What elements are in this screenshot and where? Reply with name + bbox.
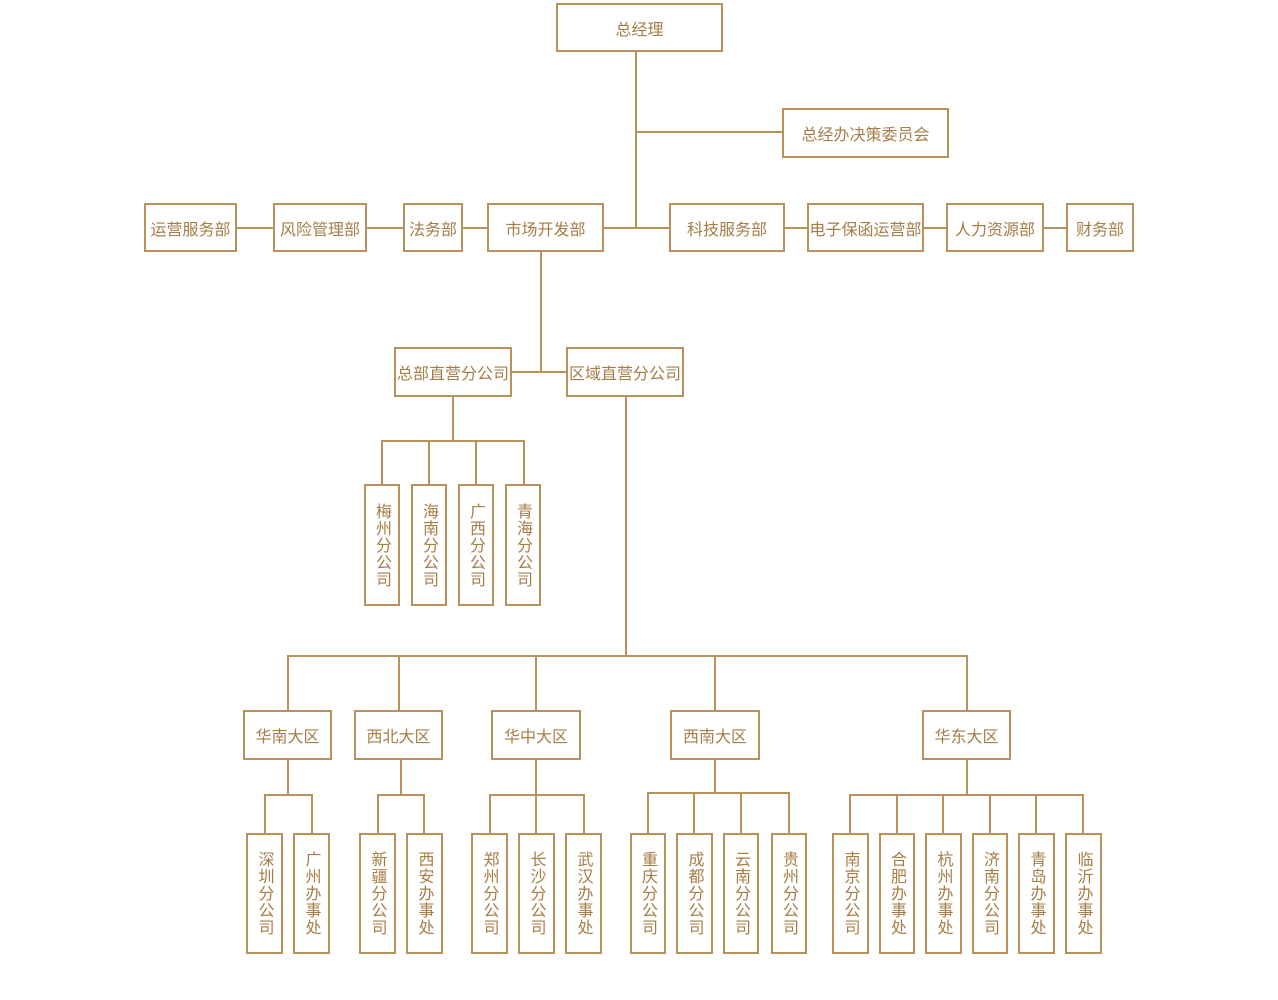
node-dept-guarantee: 电子保函运营部 (807, 203, 924, 252)
node-office: 西安办事处 (406, 833, 443, 954)
node-office: 云南分公司 (723, 833, 759, 954)
node-committee: 总经办决策委员会 (782, 108, 949, 158)
node-dept-hr: 人力资源部 (946, 203, 1044, 252)
node-office: 新疆分公司 (359, 833, 396, 954)
node-office: 武汉办事处 (565, 833, 602, 954)
node-office: 深圳分公司 (246, 833, 283, 954)
node-hq-branch: 广西分公司 (458, 484, 494, 606)
node-dept-legal: 法务部 (403, 203, 463, 252)
node-dept-finance: 财务部 (1066, 203, 1134, 252)
node-office: 贵州分公司 (771, 833, 807, 954)
node-office: 杭州办事处 (925, 833, 962, 954)
node-hq-branch: 海南分公司 (411, 484, 447, 606)
node-office: 济南分公司 (972, 833, 1008, 954)
node-region: 西北大区 (354, 710, 443, 760)
node-region: 华中大区 (491, 710, 581, 760)
node-office: 南京分公司 (832, 833, 869, 954)
node-office: 成都分公司 (676, 833, 713, 954)
node-office: 合肥办事处 (879, 833, 915, 954)
node-hq-branch: 青海分公司 (505, 484, 541, 606)
node-office: 郑州分公司 (471, 833, 508, 954)
node-office: 临沂办事处 (1065, 833, 1102, 954)
node-office: 广州办事处 (293, 833, 330, 954)
node-general-manager: 总经理 (556, 3, 723, 52)
node-region: 西南大区 (670, 710, 760, 760)
node-dept-tech: 科技服务部 (669, 203, 785, 252)
node-hq-direct: 总部直营分公司 (394, 347, 512, 397)
node-dept-market: 市场开发部 (487, 203, 604, 252)
node-regional-direct: 区域直营分公司 (566, 347, 684, 397)
node-office: 青岛办事处 (1018, 833, 1055, 954)
node-hq-branch: 梅州分公司 (364, 484, 400, 606)
node-office: 长沙分公司 (518, 833, 555, 954)
node-region: 华南大区 (243, 710, 332, 760)
node-dept-risk: 风险管理部 (273, 203, 367, 252)
node-office: 重庆分公司 (630, 833, 666, 954)
node-dept-operations: 运营服务部 (144, 203, 237, 252)
node-region: 华东大区 (922, 710, 1011, 760)
